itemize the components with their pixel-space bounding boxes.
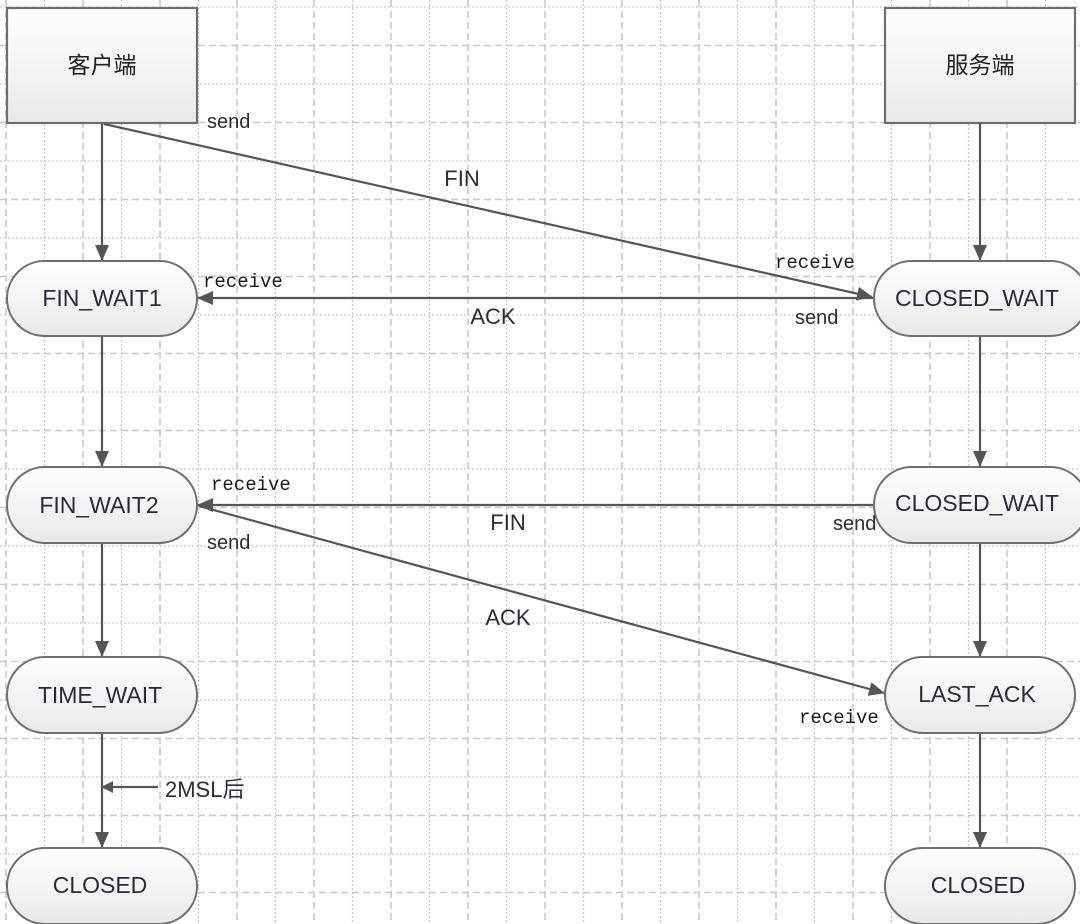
client-actor-box[interactable]: 客户端	[5, 6, 199, 125]
client-actor-label: 客户端	[68, 52, 137, 78]
server-actor-box[interactable]: 服务端	[883, 6, 1077, 125]
state-label: CLOSED	[53, 872, 148, 898]
message-fin-1-receive-label: receive	[775, 252, 855, 274]
state-label: TIME_WAIT	[38, 682, 162, 708]
state-label: CLOSED	[931, 872, 1026, 898]
state-fin-wait1[interactable]: FIN_WAIT1	[6, 260, 198, 337]
message-ack-1-receive-label: receive	[203, 271, 283, 293]
message-fin-2-label: FIN	[490, 510, 525, 535]
state-client-closed[interactable]: CLOSED	[6, 847, 198, 924]
timer-2msl-label: 2MSL后	[165, 777, 244, 802]
message-ack-1-label: ACK	[470, 304, 516, 329]
state-last-ack[interactable]: LAST_ACK	[884, 656, 1076, 734]
state-time-wait[interactable]: TIME_WAIT	[6, 656, 198, 734]
state-closed-wait[interactable]: CLOSED_WAIT	[873, 260, 1080, 337]
message-ack-2-label: ACK	[485, 605, 531, 630]
state-server-closed[interactable]: CLOSED	[884, 847, 1076, 924]
state-label: LAST_ACK	[918, 681, 1036, 707]
state-label: CLOSED_WAIT	[895, 285, 1059, 311]
message-fin-2-send-label: send	[833, 513, 876, 535]
state-closed-wait-2[interactable]: CLOSED_WAIT	[873, 466, 1080, 544]
state-label: CLOSED_WAIT	[895, 490, 1059, 516]
state-label: FIN_WAIT1	[42, 285, 161, 311]
message-fin-1-send-label: send	[207, 111, 250, 133]
message-fin-1-label: FIN	[444, 166, 479, 191]
message-ack-1-send-label: send	[795, 307, 838, 329]
message-ack-2-receive-label: receive	[799, 707, 879, 729]
server-actor-label: 服务端	[946, 52, 1015, 78]
state-label: FIN_WAIT2	[39, 492, 158, 518]
message-fin-2-receive-label: receive	[211, 474, 291, 496]
state-fin-wait2[interactable]: FIN_WAIT2	[6, 466, 198, 544]
message-fin-1-arrow	[103, 122, 873, 301]
message-ack-2-send-label: send	[207, 532, 250, 554]
message-ack-2-arrow	[198, 504, 885, 696]
